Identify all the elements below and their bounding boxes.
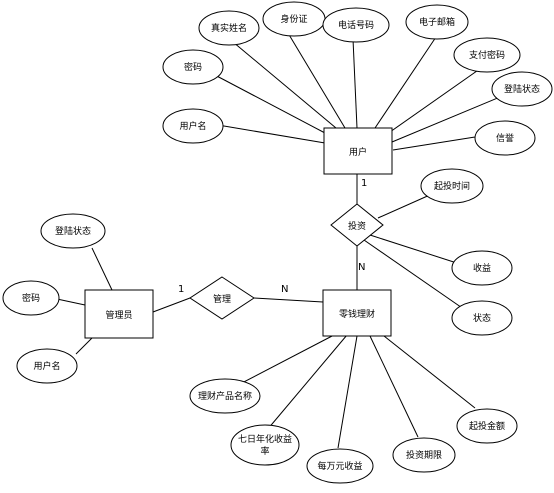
entity-user: 用户: [323, 127, 393, 175]
attribute-label: 率: [260, 445, 269, 457]
relationship-label: 管理: [213, 293, 231, 305]
connector-line: [91, 247, 113, 291]
attribute-label: 投资期限: [406, 449, 442, 461]
connector-line: [266, 334, 348, 431]
fund-attributes: [189, 378, 518, 484]
connector-line: [75, 337, 93, 355]
entity-label: 用户: [349, 146, 367, 158]
attribute-ellipse: [306, 448, 374, 484]
attribute-label: 登陆状态: [55, 225, 91, 237]
entity-label: 零钱理财: [339, 308, 375, 320]
connector-line: [56, 298, 86, 306]
entity-label: 管理员: [105, 309, 132, 321]
relationship-label: 投资: [348, 220, 366, 232]
cardinality-labels: 1 N 1 N: [178, 178, 367, 295]
attribute-ellipse: [40, 213, 106, 249]
attribute-label: 收益: [473, 262, 491, 274]
connector-line: [253, 297, 324, 303]
entity-fund: 零钱理财: [322, 289, 392, 337]
attribute-ellipse: [189, 378, 261, 414]
invest-attribute-labels: 起投时间 收益 状态: [434, 180, 491, 324]
attribute-ellipse: [16, 348, 78, 384]
connector-line: [287, 32, 346, 129]
attribute-ellipse: [198, 10, 260, 46]
connector-line: [363, 239, 469, 313]
connector-line: [383, 335, 476, 409]
attribute-label: 起投时间: [434, 180, 470, 192]
connector-line: [217, 124, 326, 144]
attribute-label: 电子邮箱: [419, 16, 455, 28]
attribute-ellipse: [491, 71, 553, 107]
connector-line: [237, 334, 335, 386]
connector-line: [391, 91, 513, 143]
attribute-ellipse: [420, 168, 484, 204]
attribute-ellipse: [405, 4, 469, 40]
attribute-label: 理财产品名称: [198, 390, 252, 402]
attribute-ellipse: [230, 424, 300, 466]
attribute-ellipse: [162, 108, 224, 144]
attribute-label: 起投金额: [469, 420, 505, 432]
attribute-ellipse: [2, 280, 60, 316]
cardinality-label: N: [358, 262, 365, 273]
attribute-label: 状态: [473, 312, 491, 324]
attribute-ellipse: [162, 49, 224, 85]
attribute-label: 用户名: [179, 120, 206, 132]
cardinality-label: 1: [178, 284, 184, 295]
connector-line: [337, 335, 358, 449]
attribute-label: 身份证: [280, 13, 307, 25]
connector-line: [152, 297, 191, 313]
attribute-label: 电话号码: [338, 19, 374, 31]
attribute-ellipse: [322, 7, 390, 43]
attribute-label: 信誉: [496, 132, 514, 144]
connector-line: [212, 73, 326, 134]
attribute-ellipse: [451, 300, 513, 336]
connector-line: [392, 136, 476, 151]
attribute-ellipse: [453, 37, 521, 73]
connector-line: [352, 38, 358, 129]
attribute-label: 支付密码: [469, 49, 505, 61]
attribute-ellipse: [474, 120, 536, 156]
connector-line: [369, 234, 464, 266]
attribute-label: 密码: [184, 61, 202, 73]
relationship-invest: 投资: [330, 203, 384, 247]
connector-line: [369, 335, 419, 438]
connector-lines: [56, 32, 513, 449]
admin-attribute-labels: 登陆状态 密码 用户名: [22, 225, 91, 372]
admin-attributes: [2, 213, 106, 384]
attribute-label: 真实姓名: [211, 22, 247, 34]
connector-line: [389, 65, 485, 133]
cardinality-label: N: [281, 284, 288, 295]
attribute-ellipse: [392, 437, 456, 473]
attribute-ellipse: [456, 408, 518, 444]
attribute-label: 用户名: [33, 360, 60, 372]
attribute-ellipse: [451, 250, 513, 286]
user-attributes: [162, 1, 553, 156]
connector-line: [377, 193, 433, 219]
connector-line: [232, 41, 337, 129]
attribute-label: 七日年化收益: [238, 433, 292, 445]
attribute-label: 登陆状态: [504, 83, 540, 95]
user-attribute-labels: 真实姓名 身份证 电话号码 电子邮箱 支付密码 登陆状态 密码 用户名 信誉: [179, 13, 540, 144]
connector-line: [374, 36, 437, 129]
attribute-label: 每万元收益: [317, 460, 362, 472]
cardinality-label: 1: [361, 178, 367, 189]
fund-attribute-labels: 理财产品名称 七日年化收益 率 每万元收益 投资期限 起投金额: [198, 390, 505, 472]
invest-attributes: [420, 168, 513, 336]
entity-admin: 管理员: [84, 289, 154, 339]
attribute-label: 密码: [22, 292, 40, 304]
relationship-manage: 管理: [189, 276, 255, 320]
